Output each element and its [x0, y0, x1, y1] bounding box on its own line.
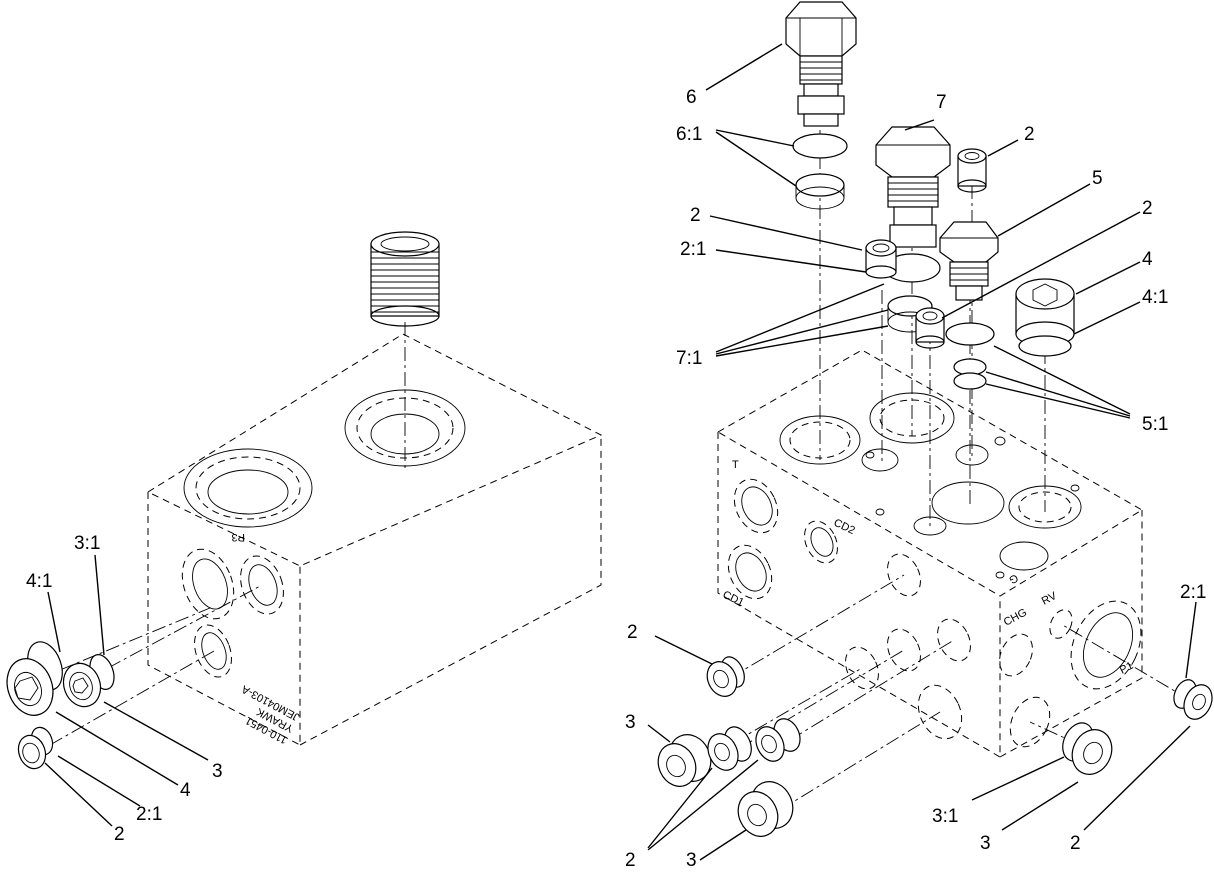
callout-3-right: 3 — [980, 833, 991, 854]
callout-3-1-left: 3:1 — [74, 533, 100, 554]
callout-2-1-right: 2:1 — [1180, 582, 1206, 603]
callout-2-1: 2:1 — [680, 239, 706, 260]
plug-2-middle — [915, 307, 945, 349]
valve-6 — [785, 1, 857, 127]
port-label-cd1: CD1 — [721, 589, 746, 609]
port-label-chg: CHG — [1002, 607, 1029, 629]
right-leaders — [647, 43, 1197, 861]
callout-7: 7 — [936, 92, 947, 113]
callout-4-1-right: 4:1 — [1142, 287, 1168, 308]
valve-7 — [875, 126, 951, 248]
callout-3-1-right: 3:1 — [932, 806, 958, 827]
left-threaded-fitting — [370, 231, 440, 470]
callout-4-left: 4 — [180, 780, 191, 801]
left-leaders — [44, 554, 209, 827]
callout-4: 4 — [1142, 249, 1153, 270]
callout-6: 6 — [686, 87, 697, 108]
callout-2-top: 2 — [1024, 124, 1035, 145]
port-label-rv: RV — [1040, 590, 1060, 608]
callout-7-1: 7:1 — [676, 348, 702, 369]
callout-2-1-left: 2:1 — [136, 804, 162, 825]
callout-3-bottom: 3 — [686, 850, 697, 871]
seal-6-1-a — [792, 133, 848, 159]
port-label-cd2: CD2 — [832, 517, 857, 537]
plug-2-top — [957, 148, 987, 193]
right-fittings — [657, 574, 1213, 837]
callout-2-left: 2 — [114, 824, 125, 845]
callout-6-1: 6:1 — [676, 124, 702, 145]
callout-4-1-left: 4:1 — [26, 571, 52, 592]
valve-5 — [939, 221, 999, 301]
callout-2-bottom: 2 — [625, 850, 636, 871]
seal-6-1-b — [795, 173, 845, 197]
left-port-label-p3: P3 — [232, 531, 245, 543]
port-label-t: T — [732, 459, 739, 471]
port-label-p1: P1 — [1118, 660, 1136, 677]
left-fittings — [6, 584, 263, 770]
callout-2-b: 2 — [1142, 198, 1153, 219]
seal-5-1-a — [945, 322, 995, 346]
callout-3-left: 3 — [212, 761, 223, 782]
callout-2-a: 2 — [690, 205, 701, 226]
port-label-g: G — [1007, 571, 1020, 585]
right-manifold-block — [716, 349, 1143, 758]
callout-2-right-bottom: 2 — [1070, 833, 1081, 854]
callout-5-1: 5:1 — [1142, 414, 1168, 435]
callout-3-left-right-block: 3 — [625, 712, 636, 733]
plug-2-with-seal — [865, 239, 897, 279]
plug-4 — [1015, 278, 1075, 357]
callout-5: 5 — [1092, 168, 1103, 189]
callout-2-left-right-block: 2 — [627, 622, 638, 643]
left-manifold-block — [146, 333, 603, 746]
